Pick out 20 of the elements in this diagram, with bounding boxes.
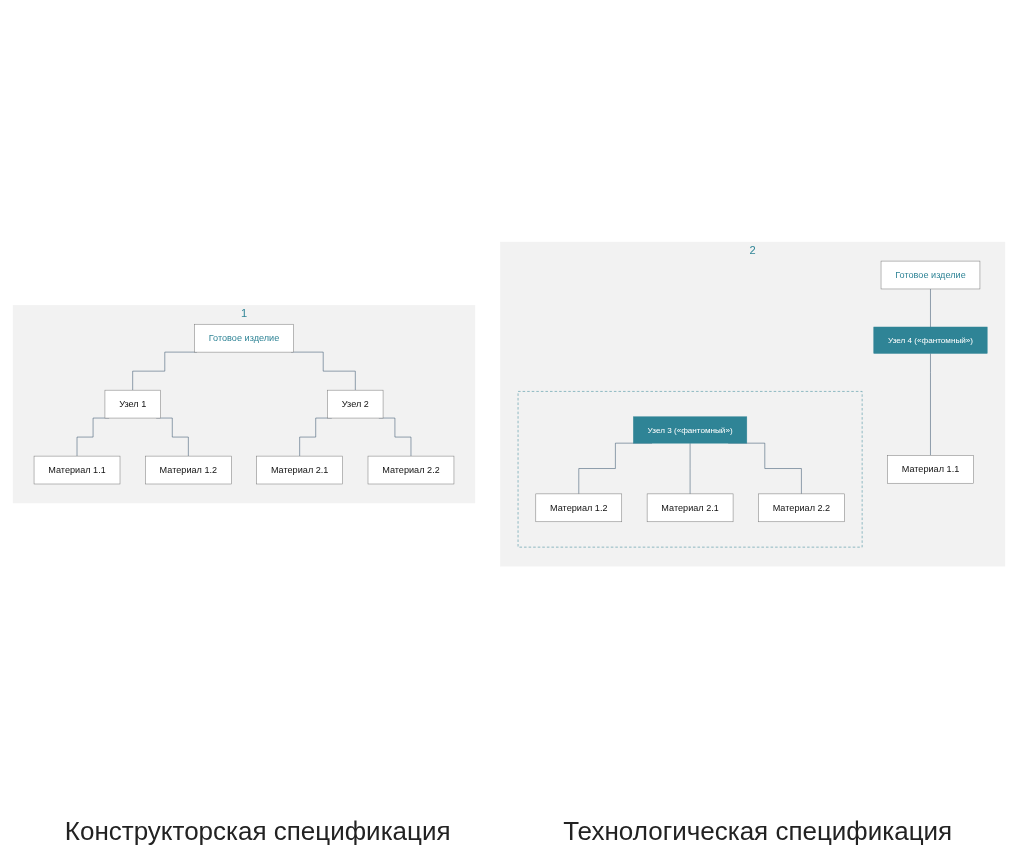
node-box: Материал 2.1 (646, 493, 733, 522)
node-box: Узел 3 («фантомный») (632, 416, 747, 444)
node-box: Узел 2 (326, 389, 383, 419)
node-box: Материал 1.1 (886, 454, 974, 484)
node-box: Материал 1.2 (535, 493, 622, 522)
node-box: Материал 2.1 (255, 455, 343, 485)
node-box: Готовое изделие (880, 260, 980, 290)
cluster (517, 391, 862, 548)
node-box: Материал 1.1 (33, 455, 120, 485)
node-box: Материал 2.2 (367, 455, 454, 485)
node-box: Узел 4 («фантомный») (873, 326, 987, 354)
caption-text: Технологическая спецификация (563, 816, 953, 847)
connector (689, 442, 690, 495)
node-box: Материал 2.2 (757, 493, 845, 522)
node-box: Материал 1.2 (144, 455, 232, 485)
connector (929, 353, 931, 456)
connector (929, 288, 931, 328)
node-box: Узел 1 (104, 389, 161, 419)
caption-text: Конструкторская спецификация (64, 816, 451, 847)
node-box: Готовое изделие (193, 323, 294, 353)
